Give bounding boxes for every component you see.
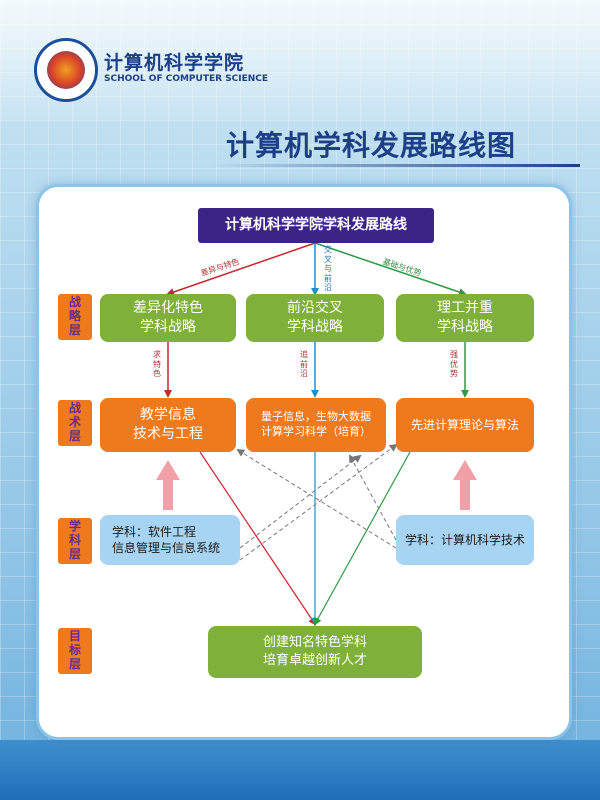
school-logo	[34, 38, 98, 102]
arrow-tactic-right-goal	[314, 451, 411, 626]
pink-arrow-left	[156, 460, 180, 510]
tactic-box-education-tech: 教学信息 技术与工程	[100, 398, 236, 452]
page-title: 计算机学科发展路线图	[226, 129, 517, 162]
goal-box: 创建知名特色学科 培育卓越创新人才	[208, 626, 422, 678]
layer-tag-tactics: 战 术 层	[58, 400, 92, 446]
tactic-box-quantum-bigdata: 量子信息，生物大数据 计算学习科学（培育）	[246, 398, 386, 452]
arrow-root-right	[314, 242, 467, 296]
strategy-box-frontier: 前沿交叉 学科战略	[246, 294, 384, 342]
school-name-cn: 计算机科学学院	[104, 52, 245, 74]
root-box: 计算机科学学院学科发展路线	[198, 208, 434, 243]
discipline-box-cs: 学科：计算机科学技术	[396, 515, 534, 565]
school-name-en: SCHOOL OF COMPUTER SCIENCE	[104, 74, 269, 84]
title-underline	[210, 164, 580, 167]
dashed-left-discipline-to-middle-tactic	[239, 454, 362, 549]
layer-tag-strategy: 战 略 层	[58, 294, 92, 340]
dashed-right-discipline-to-middle-tactic	[349, 454, 397, 541]
pink-arrow-right	[453, 460, 477, 510]
arrow-label-middle: 追 前 沿	[300, 350, 308, 379]
discipline-box-software: 学科：软件工程 信息管理与信息系统	[100, 515, 240, 565]
root-label: 计算机科学学院学科发展路线	[225, 217, 407, 234]
strategy-box-differentiation: 差异化特色 学科战略	[100, 294, 236, 342]
tactic-box-advanced-computing: 先进计算理论与算法	[396, 398, 534, 452]
arrow-tactic-left-goal	[199, 451, 317, 626]
dashed-right-discipline-to-left-tactic	[236, 448, 397, 549]
bottom-band	[0, 740, 600, 800]
dashed-left-discipline-to-right-tactic	[239, 443, 398, 561]
layer-tag-discipline: 学 科 层	[58, 518, 92, 564]
layer-tag-goal: 目 标 层	[58, 628, 92, 674]
arrow-label-left: 求 特 色	[153, 350, 161, 379]
branch-label-middle: 交 叉 与 前 沿	[324, 245, 332, 293]
strategy-box-science-engineering: 理工并重 学科战略	[396, 294, 534, 342]
school-logo-emblem	[47, 51, 85, 89]
background-glow	[0, 0, 600, 120]
arrow-root-left	[166, 242, 316, 296]
arrow-label-right: 强 优 势	[450, 350, 458, 379]
